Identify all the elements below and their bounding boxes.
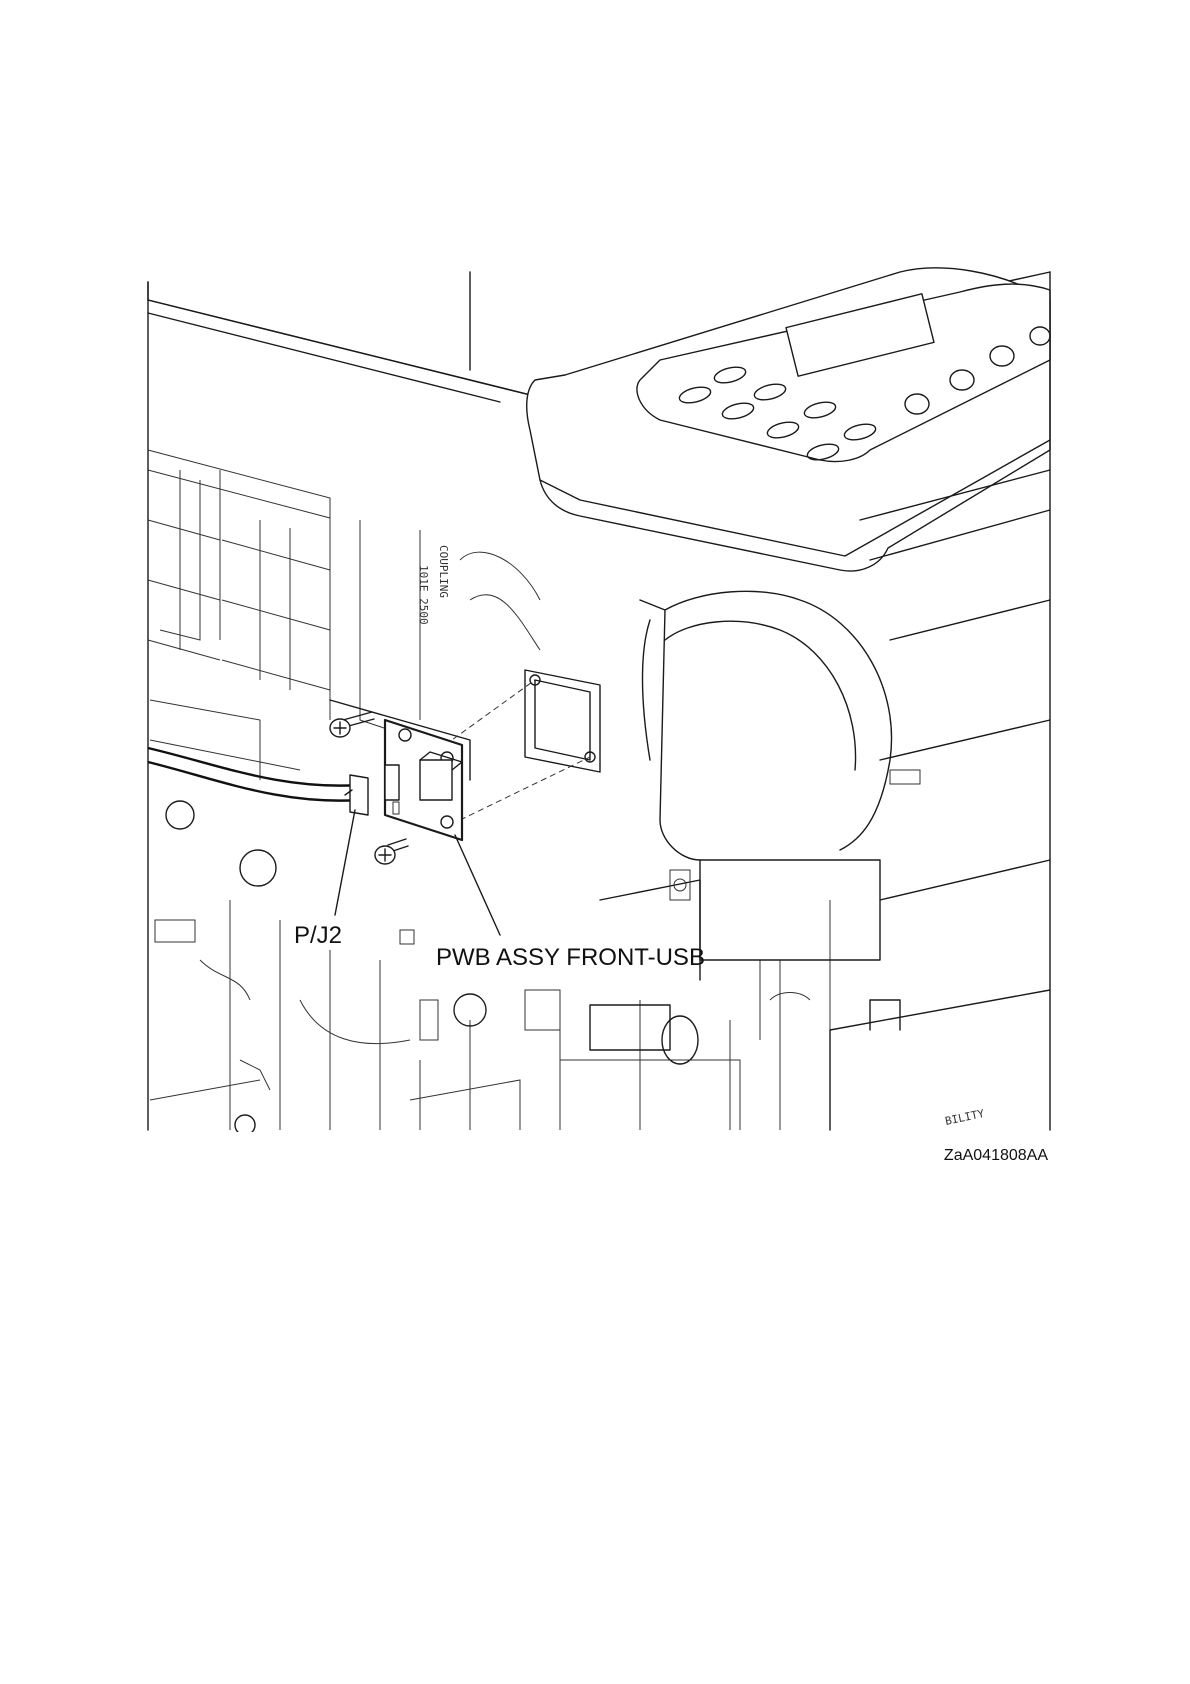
figure-id: ZaA041808AA bbox=[944, 1147, 1048, 1164]
svg-text:BILITY: BILITY bbox=[944, 1107, 986, 1128]
screw-bottom bbox=[375, 839, 408, 864]
connector-leader-line bbox=[335, 810, 355, 915]
frame-bottom-mask bbox=[140, 1132, 1060, 1152]
screw-top bbox=[330, 712, 374, 737]
board-leader-line bbox=[455, 835, 500, 935]
svg-text:101E 2500: 101E 2500 bbox=[417, 565, 430, 625]
rear-rib-structure bbox=[148, 450, 420, 740]
wire-harness bbox=[148, 748, 368, 815]
connector-callout-label: P/J2 bbox=[294, 922, 342, 949]
mounting-bracket: 101E 2500 COUPLING bbox=[417, 545, 600, 772]
board-callout-label: PWB ASSY FRONT-USB bbox=[436, 944, 705, 971]
usb-front-board bbox=[385, 720, 462, 840]
operator-control-panel bbox=[527, 268, 1050, 571]
svg-text:COUPLING: COUPLING bbox=[437, 545, 450, 598]
